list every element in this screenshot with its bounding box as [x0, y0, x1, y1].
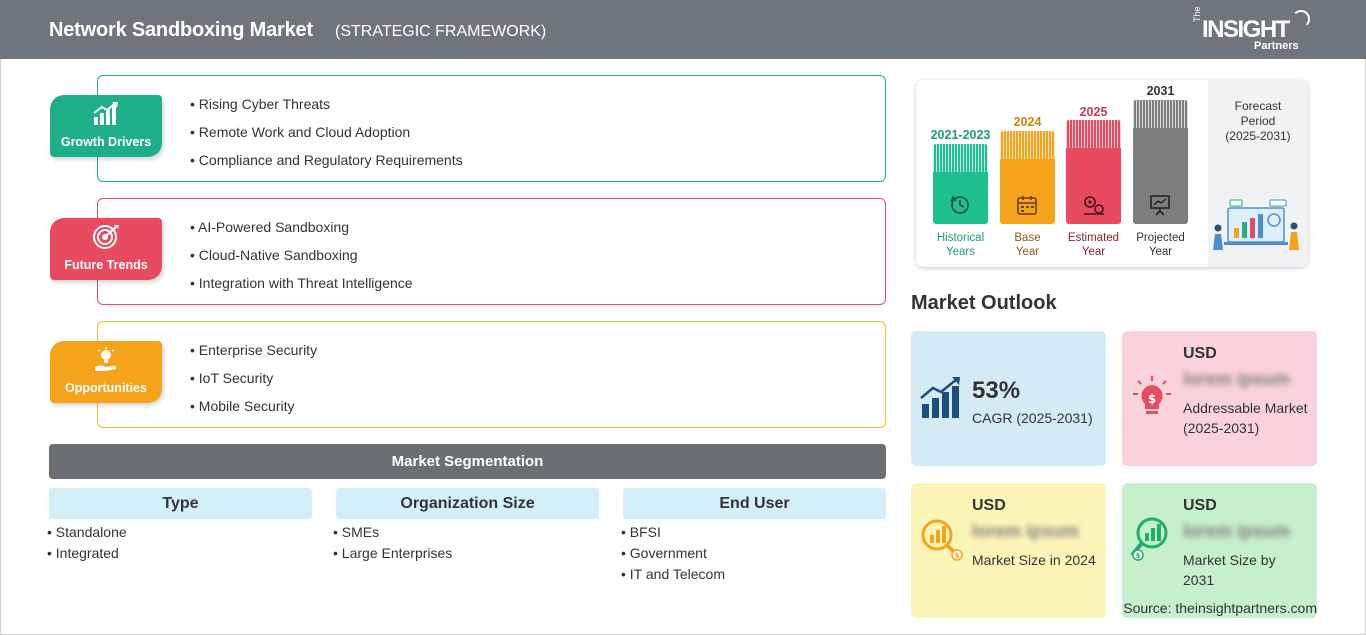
- caption-line: Year: [1081, 246, 1106, 258]
- svg-text:$: $: [1148, 392, 1156, 406]
- calendar-icon: [1017, 196, 1037, 215]
- growth-chart-icon: [93, 102, 118, 125]
- opportunities-label: Opportunities: [65, 381, 147, 395]
- market-size-2031-card: $ USD lorem ipsum Market Size by 2031: [1122, 483, 1317, 618]
- page-title: Network Sandboxing Market: [49, 19, 313, 41]
- market-size-magnifier-icon: $: [1130, 517, 1168, 561]
- list-item: AI-Powered Sandboxing: [190, 219, 413, 247]
- segment-head-end-user: End User: [623, 488, 886, 519]
- list-item: BFSI: [621, 524, 725, 545]
- size-2024-label: Market Size in 2024: [972, 552, 1096, 568]
- cagr-value: 53%: [972, 377, 1021, 404]
- list-item: Compliance and Regulatory Requirements: [190, 152, 463, 180]
- size-2031-value: lorem ipsum: [1183, 521, 1291, 541]
- list-item: Mobile Security: [190, 398, 317, 426]
- segment-list-type: Standalone Integrated: [47, 524, 127, 566]
- segment-head-organization-size: Organization Size: [336, 488, 599, 519]
- market-size-2024-card: $ USD lorem ipsum Market Size in 2024: [911, 483, 1106, 618]
- cagr-label: CAGR (2025-2031): [972, 410, 1093, 426]
- timeline-caption: Base Year: [978, 231, 1077, 259]
- caption-line: Projected: [1136, 232, 1185, 244]
- list-item: IoT Security: [190, 370, 317, 398]
- future-trends-label: Future Trends: [64, 258, 148, 272]
- list-item: Integrated: [47, 545, 127, 566]
- logo-swoosh-icon: [1292, 10, 1310, 28]
- growth-drivers-badge: Growth Drivers: [50, 95, 162, 157]
- segment-head-type: Type: [49, 488, 312, 519]
- opportunities-box: Enterprise Security IoT Security Mobile …: [97, 321, 886, 428]
- timeline-caption: Projected Year: [1111, 231, 1210, 259]
- timeline-bar: [1066, 120, 1121, 224]
- svg-text:$: $: [955, 552, 960, 560]
- list-item: Remote Work and Cloud Adoption: [190, 124, 463, 152]
- growth-chart-icon: [920, 377, 960, 418]
- size-2031-usd: USD: [1183, 497, 1217, 514]
- growth-drivers-box: Rising Cyber Threats Remote Work and Clo…: [97, 75, 886, 182]
- addressable-market-card: $ USD lorem ipsum Addressable Market (20…: [1122, 331, 1317, 466]
- addressable-label: Addressable Market (2025-2031): [1183, 400, 1308, 436]
- timeline-year: 2021-2023: [930, 128, 991, 142]
- segment-list-end-user: BFSI Government IT and Telecom: [621, 524, 725, 587]
- list-item: SMEs: [333, 524, 452, 545]
- forecast-period-text: Forecast Period (2025-2031): [1212, 99, 1304, 144]
- forecast-line-3: (2025-2031): [1225, 129, 1291, 143]
- size-2024-value: lorem ipsum: [972, 521, 1080, 541]
- timeline-year: 2031: [1146, 84, 1175, 98]
- addressable-value: lorem ipsum: [1183, 369, 1291, 389]
- history-icon: [950, 195, 969, 214]
- size-2024-usd: USD: [972, 497, 1006, 514]
- list-item: IT and Telecom: [621, 566, 725, 587]
- market-outlook-title: Market Outlook: [911, 292, 1057, 314]
- caption-line: Base: [1014, 232, 1041, 244]
- growth-drivers-label: Growth Drivers: [60, 135, 152, 149]
- future-trends-list: AI-Powered Sandboxing Cloud-Native Sandb…: [190, 219, 413, 303]
- list-item: Enterprise Security: [190, 342, 317, 370]
- caption-line: Estimated: [1067, 232, 1120, 244]
- list-item: Integration with Threat Intelligence: [190, 275, 413, 303]
- timeline-year: 2025: [1079, 105, 1108, 119]
- source-text: Source: theinsightpartners.com: [1123, 600, 1317, 616]
- logo-insight: INSIGHT: [1202, 16, 1290, 43]
- list-item: Cloud-Native Sandboxing: [190, 247, 413, 275]
- addressable-usd: USD: [1183, 345, 1217, 362]
- timeline-caption: Historical Years: [911, 231, 1010, 259]
- size-2031-label: Market Size by 2031: [1183, 552, 1276, 588]
- forecast-line-2: Period: [1240, 114, 1276, 128]
- target-icon: [93, 225, 119, 249]
- future-trends-badge: Future Trends: [50, 218, 162, 280]
- caption-line: Year: [1015, 246, 1040, 258]
- gears-icon: [1084, 196, 1104, 215]
- timeline-bar: [933, 144, 988, 224]
- logo-partners: Partners: [1254, 40, 1299, 52]
- timeline-bar: [1000, 131, 1055, 224]
- opportunities-list: Enterprise Security IoT Security Mobile …: [190, 342, 317, 426]
- forecast-line-1: Forecast: [1234, 99, 1282, 113]
- opportunities-badge: Opportunities: [50, 341, 162, 403]
- future-trends-box: AI-Powered Sandboxing Cloud-Native Sandb…: [97, 198, 886, 305]
- page-subtitle: (STRATEGIC FRAMEWORK): [335, 23, 547, 40]
- market-size-magnifier-icon: $: [921, 519, 963, 561]
- list-item: Standalone: [47, 524, 127, 545]
- cagr-card: 53% CAGR (2025-2031): [911, 331, 1106, 466]
- segment-list-organization-size: SMEs Large Enterprises: [333, 524, 453, 566]
- caption-line: Historical: [936, 232, 985, 244]
- lightbulb-dollar-icon: $: [1133, 376, 1171, 414]
- analytics-people-icon: [1213, 199, 1299, 250]
- market-segmentation-bar: Market Segmentation: [49, 444, 886, 479]
- lightbulb-hand-icon: [95, 347, 117, 371]
- header-bar: Network Sandboxing Market (STRATEGIC FRA…: [0, 0, 1366, 59]
- timeline-year: 2024: [1013, 115, 1042, 129]
- svg-text:$: $: [1136, 552, 1141, 560]
- caption-line: Year: [1148, 246, 1173, 258]
- caption-line: Years: [946, 246, 975, 258]
- list-item: Government: [621, 545, 725, 566]
- list-item: Large Enterprises: [333, 545, 453, 566]
- presentation-icon: [1150, 195, 1170, 216]
- timeline-caption: Estimated Year: [1044, 231, 1143, 259]
- timeline-bar: [1133, 100, 1188, 224]
- growth-drivers-list: Rising Cyber Threats Remote Work and Clo…: [190, 96, 463, 180]
- insight-partners-logo[interactable]: The INSIGHT Partners: [1192, 6, 1312, 54]
- list-item: Rising Cyber Threats: [190, 96, 463, 124]
- logo-the: The: [1192, 6, 1202, 22]
